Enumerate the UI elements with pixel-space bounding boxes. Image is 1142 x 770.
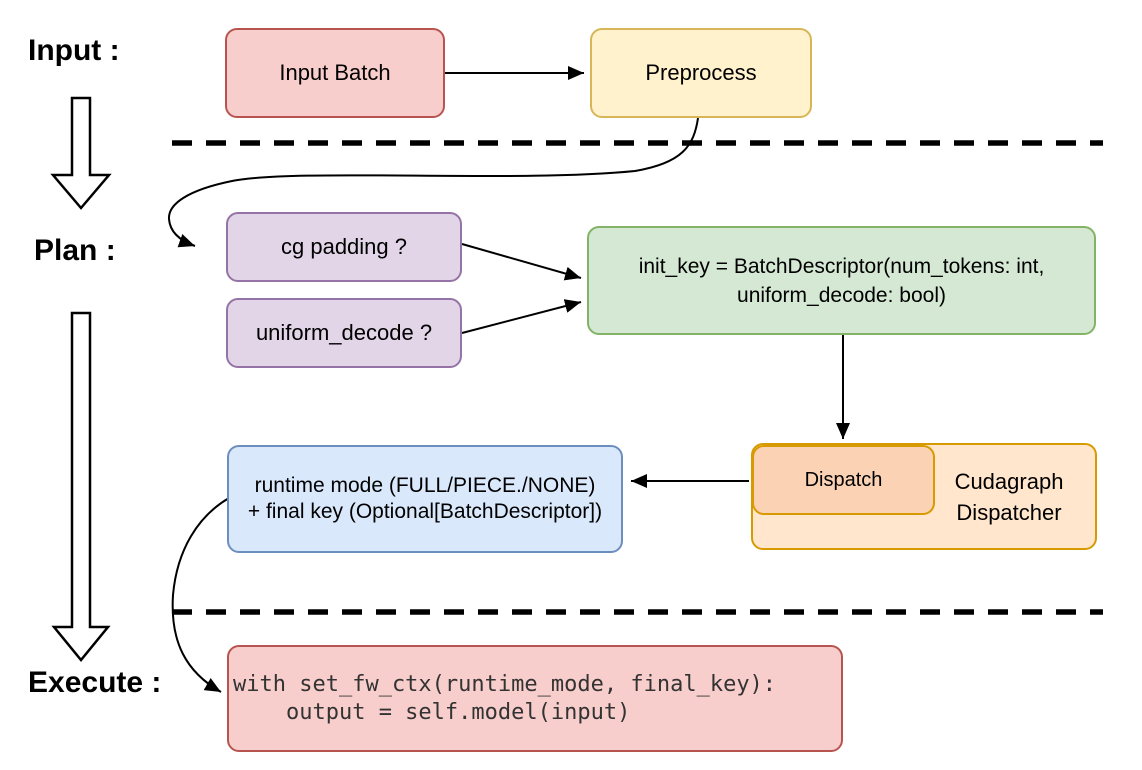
node-dispatch: Dispatch [752,445,935,515]
node-init-key-label-line1: init_key = BatchDescriptor(num_tokens: i… [638,254,1045,278]
arrow-cgpadding-to-initkey [461,243,582,281]
node-cg-padding: cg padding ? [226,212,462,282]
node-execute-code: with set_fw_ctx(runtime_mode, final_key)… [227,645,843,752]
execute-code-line1: with set_fw_ctx(runtime_mode, final_key)… [233,671,777,697]
stage-arrow-input-to-plan-icon [50,96,112,210]
node-preprocess: Preprocess [590,28,812,118]
arrow-uniformdecode-to-initkey [461,299,582,334]
stage-label-plan: Plan : [34,234,116,267]
node-cg-padding-label: cg padding ? [281,234,407,259]
node-cudagraph-label-line1: Cudagraph [954,468,1064,494]
node-uniform-decode: uniform_decode ? [226,298,462,368]
node-cudagraph-dispatcher-label: Cudagraph Dispatcher [933,466,1085,528]
node-uniform-decode-label: uniform_decode ? [255,320,433,345]
node-input-batch: Input Batch [225,28,445,118]
arrow-preprocess-to-plan [167,117,699,248]
node-dispatch-label: Dispatch [804,468,883,491]
stage-label-input: Input : [28,34,120,67]
node-input-batch-label: Input Batch [279,60,391,85]
node-init-key-label-line2: uniform_decode: bool) [737,283,946,307]
stage-arrow-plan-to-execute-icon [51,311,111,662]
node-runtime-mode: runtime mode (FULL/PIECE./NONE) + final … [227,445,623,553]
node-runtime-mode-label-line2: + final key (Optional[BatchDescriptor]) [247,500,603,523]
stage-label-execute: Execute : [28,666,162,699]
node-cudagraph-label-line2: Dispatcher [956,499,1062,525]
arrow-runtimemode-to-executecode [171,497,230,693]
execute-code-line2: output = self.model(input) [233,699,631,725]
node-preprocess-label: Preprocess [645,60,757,85]
node-init-key: init_key = BatchDescriptor(num_tokens: i… [587,226,1096,335]
node-runtime-mode-label-line1: runtime mode (FULL/PIECE./NONE) [254,474,596,497]
